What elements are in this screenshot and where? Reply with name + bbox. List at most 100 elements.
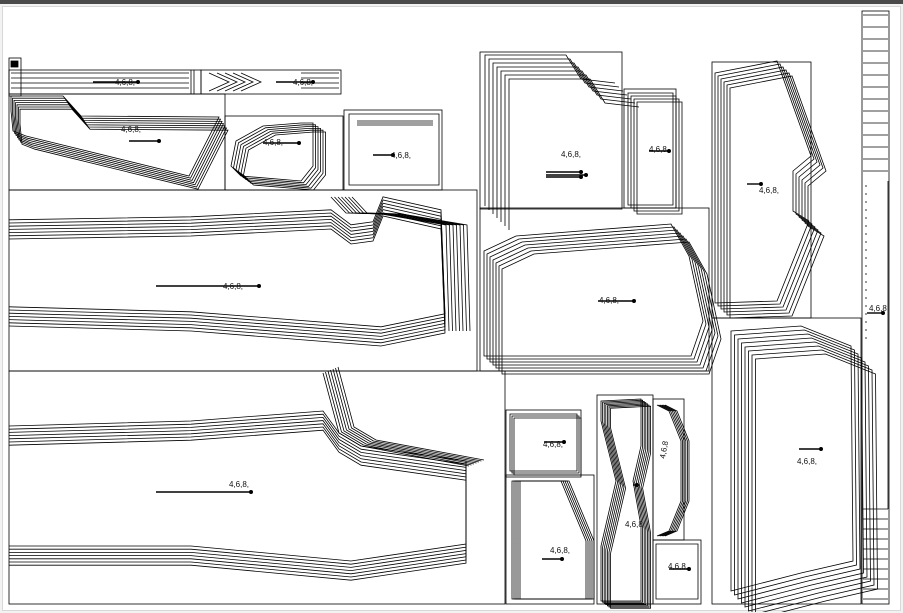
grade-line bbox=[8, 420, 467, 572]
grade-line bbox=[233, 124, 316, 184]
grade-line bbox=[8, 196, 446, 328]
grainline-tip bbox=[667, 148, 672, 153]
grade-line bbox=[664, 404, 690, 537]
frame-lower-right-panel bbox=[711, 317, 862, 605]
size-label: 4,6,8, bbox=[263, 138, 283, 147]
contour-lower-right-panel bbox=[730, 325, 878, 612]
grade-line bbox=[498, 238, 719, 372]
grade-line bbox=[243, 131, 326, 191]
grade-line bbox=[519, 480, 595, 600]
grade-line bbox=[508, 78, 640, 230]
grainline-tip bbox=[310, 80, 315, 85]
frame-mid-small-panel bbox=[505, 474, 595, 605]
grade-line bbox=[627, 92, 674, 206]
grade-line bbox=[717, 63, 815, 307]
grade-line bbox=[600, 398, 642, 602]
grade-line bbox=[501, 241, 722, 375]
contour-narrow-facing bbox=[627, 92, 683, 215]
grainline-tip bbox=[579, 174, 584, 179]
grade-line bbox=[8, 202, 446, 334]
grade-line bbox=[19, 108, 229, 190]
contour-front-pant-leg-rise bbox=[330, 196, 471, 332]
size-label: 4,6,8, bbox=[293, 78, 313, 87]
grade-line bbox=[515, 480, 591, 600]
size-label: 4,6,8, bbox=[561, 150, 581, 159]
grade-line bbox=[511, 415, 580, 474]
grainline-tip bbox=[296, 140, 301, 145]
size-label: 4,6,8, bbox=[599, 296, 619, 305]
grade-line bbox=[18, 106, 228, 188]
size-label: 4,6,8, bbox=[797, 457, 817, 466]
size-label: 4,6,8 bbox=[869, 304, 887, 313]
grade-line bbox=[8, 410, 467, 562]
grainline-tip bbox=[635, 482, 640, 487]
chevron-mark bbox=[240, 72, 262, 92]
size-label: 4,6,8 bbox=[658, 440, 670, 460]
grade-line bbox=[751, 349, 875, 612]
chevron-mark bbox=[208, 72, 230, 92]
grade-line bbox=[605, 402, 647, 605]
size-label: 4,6,8, bbox=[759, 186, 779, 195]
size-label: 4,6,8, bbox=[121, 125, 141, 134]
grainline-tip bbox=[584, 172, 589, 177]
grade-line bbox=[489, 229, 710, 363]
grade-line bbox=[748, 345, 871, 612]
grade-line bbox=[8, 215, 446, 347]
grade-line bbox=[322, 372, 470, 467]
contour-front-pant-leg bbox=[8, 196, 446, 347]
chevron-mark bbox=[232, 72, 254, 92]
grade-line bbox=[334, 196, 453, 332]
grade-line bbox=[603, 400, 645, 604]
grade-line bbox=[332, 368, 480, 463]
grade-line bbox=[483, 223, 704, 357]
grade-line bbox=[513, 417, 582, 476]
contour-upper-yoke bbox=[484, 54, 640, 230]
grade-line bbox=[630, 95, 677, 209]
grade-line bbox=[658, 404, 683, 537]
grade-line bbox=[744, 341, 868, 608]
grade-line bbox=[351, 196, 471, 332]
grade-line bbox=[729, 75, 827, 319]
grade-line bbox=[492, 232, 713, 366]
size-label: 4,6,8 bbox=[649, 145, 667, 154]
grade-line bbox=[8, 413, 467, 565]
grade-line bbox=[500, 70, 632, 222]
top-toolbar-strip bbox=[0, 0, 903, 4]
size-label: 4,6,8, bbox=[115, 78, 135, 87]
grade-line bbox=[240, 129, 324, 189]
grainline-tip bbox=[156, 138, 161, 143]
grade-line bbox=[513, 480, 589, 600]
grade-line bbox=[720, 66, 818, 310]
frame-binding-strip bbox=[861, 10, 890, 605]
grade-line bbox=[327, 370, 475, 465]
grainline-tip bbox=[256, 283, 261, 288]
grade-line bbox=[663, 404, 688, 537]
grainline-tip bbox=[632, 298, 637, 303]
chevron-mark bbox=[216, 72, 238, 92]
size-label: 4,6,8, bbox=[668, 562, 688, 571]
contour-tiny-label-piece bbox=[655, 543, 699, 600]
contour-patch-square-inner bbox=[357, 120, 433, 126]
contour-pocket-bag bbox=[10, 95, 229, 190]
grainline-tip bbox=[135, 80, 140, 85]
pattern-marker-canvas: 4,6,8, 4,6,8, 4,6,8, 4,6,8, 4,6,8, 4,6,8, 4,6,… bbox=[8, 10, 890, 612]
grainline-tip bbox=[390, 152, 395, 157]
grade-line bbox=[714, 60, 812, 304]
grade-line bbox=[8, 205, 446, 337]
grade-line bbox=[610, 405, 651, 609]
grade-line bbox=[8, 423, 467, 575]
grainline-tip bbox=[687, 567, 692, 572]
grainline-tip bbox=[579, 169, 584, 174]
grade-line bbox=[655, 543, 699, 600]
grade-line bbox=[8, 199, 446, 331]
grade-line bbox=[492, 62, 624, 214]
grade-line bbox=[726, 72, 824, 316]
grade-line bbox=[734, 329, 857, 596]
contour-round-pocket bbox=[230, 122, 326, 191]
grade-line bbox=[504, 74, 636, 226]
grade-line bbox=[325, 371, 472, 466]
contour-crotch-curve-piece bbox=[600, 398, 651, 609]
grade-line bbox=[660, 404, 685, 537]
grade-line bbox=[235, 126, 319, 186]
grade-line bbox=[337, 366, 485, 461]
